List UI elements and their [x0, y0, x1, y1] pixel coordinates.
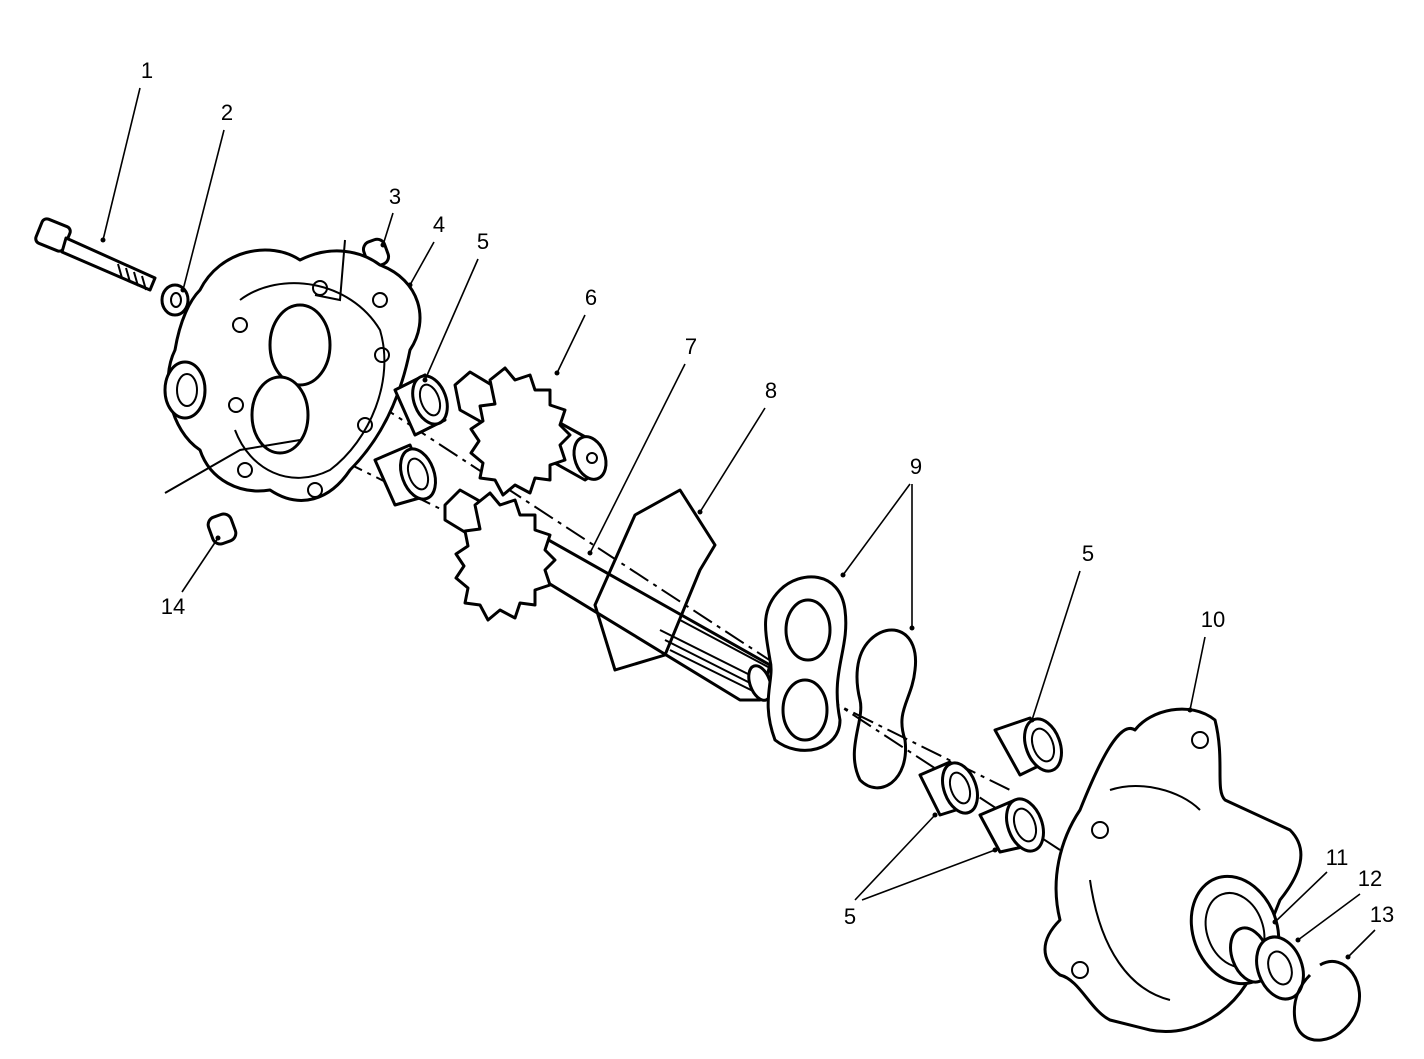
leader-line-c5c — [854, 814, 936, 901]
leader-dot-c13 — [1345, 954, 1351, 960]
callout-c5c: 5 — [844, 904, 856, 929]
leader-dot-c3 — [380, 242, 386, 248]
leader-dot-c8 — [697, 509, 703, 515]
needle-bearing-bottom-b — [978, 797, 1045, 854]
callout-c3: 3 — [389, 184, 401, 209]
leader-line-c5b — [1031, 570, 1081, 721]
leader-line-c5c — [861, 849, 996, 901]
leader-dot-c2 — [180, 287, 186, 293]
thrust-washer — [1255, 935, 1305, 1001]
leader-dot-c12 — [1295, 937, 1301, 943]
gasket — [593, 488, 717, 672]
seal-ring-plate — [852, 628, 918, 790]
leader-line-c2 — [182, 129, 225, 291]
leader-dot-c5c — [992, 847, 998, 853]
leader-dot-c11 — [1272, 919, 1278, 925]
leader-line-c13 — [1347, 929, 1376, 958]
callout-c9: 9 — [910, 454, 922, 479]
snap-ring — [1292, 959, 1361, 1042]
callout-c6: 6 — [585, 285, 597, 310]
leader-dot-c14 — [215, 535, 221, 541]
leader-lines — [100, 87, 1376, 960]
bolt — [34, 217, 157, 292]
dowel-pin-bottom — [206, 512, 238, 546]
leader-line-c10 — [1189, 636, 1206, 711]
leader-dot-c6 — [554, 370, 560, 376]
leader-line-c11 — [1274, 871, 1328, 923]
leader-dot-c9 — [840, 572, 846, 578]
callout-c5b: 5 — [1082, 541, 1094, 566]
callout-c8: 8 — [765, 378, 777, 403]
leader-line-c1 — [102, 87, 141, 241]
callout-c10: 10 — [1201, 607, 1225, 632]
callout-c1: 1 — [141, 58, 153, 83]
leader-line-c4 — [409, 241, 435, 286]
leader-dot-c5c — [932, 812, 938, 818]
callout-c14: 14 — [161, 594, 185, 619]
callout-c12: 12 — [1358, 866, 1382, 891]
leader-line-c3 — [382, 212, 394, 246]
drive-gear-shaft — [443, 488, 773, 702]
driven-gear — [453, 366, 608, 497]
leader-dot-c4 — [407, 282, 413, 288]
needle-bearing-bottom-a — [918, 760, 979, 817]
callout-c11: 11 — [1326, 845, 1349, 870]
washer — [160, 283, 190, 317]
leader-dot-c1 — [100, 237, 106, 243]
callout-c2: 2 — [221, 100, 233, 125]
leader-dot-c7 — [587, 550, 593, 556]
leader-line-c7 — [589, 363, 686, 554]
needle-bearing-right — [993, 716, 1063, 777]
callout-c4: 4 — [433, 212, 445, 237]
leader-line-c5a — [424, 258, 479, 381]
leader-dot-c5b — [1029, 717, 1035, 723]
leader-line-c9 — [842, 483, 911, 576]
needle-bearing-upper-left — [393, 373, 449, 437]
leader-dot-c10 — [1187, 707, 1193, 713]
callout-c13: 13 — [1370, 902, 1394, 927]
leader-line-c12 — [1297, 893, 1361, 941]
leader-line-c8 — [699, 407, 766, 513]
leader-dot-c5a — [422, 377, 428, 383]
callout-c5a: 5 — [477, 229, 489, 254]
leader-line-c14 — [181, 537, 219, 593]
needle-bearing-lower-left — [373, 443, 437, 507]
leader-dot-c9 — [909, 625, 915, 631]
wear-plate — [764, 575, 848, 752]
leader-line-c6 — [556, 314, 586, 374]
callout-c7: 7 — [685, 334, 697, 359]
pump-housing — [163, 239, 422, 502]
